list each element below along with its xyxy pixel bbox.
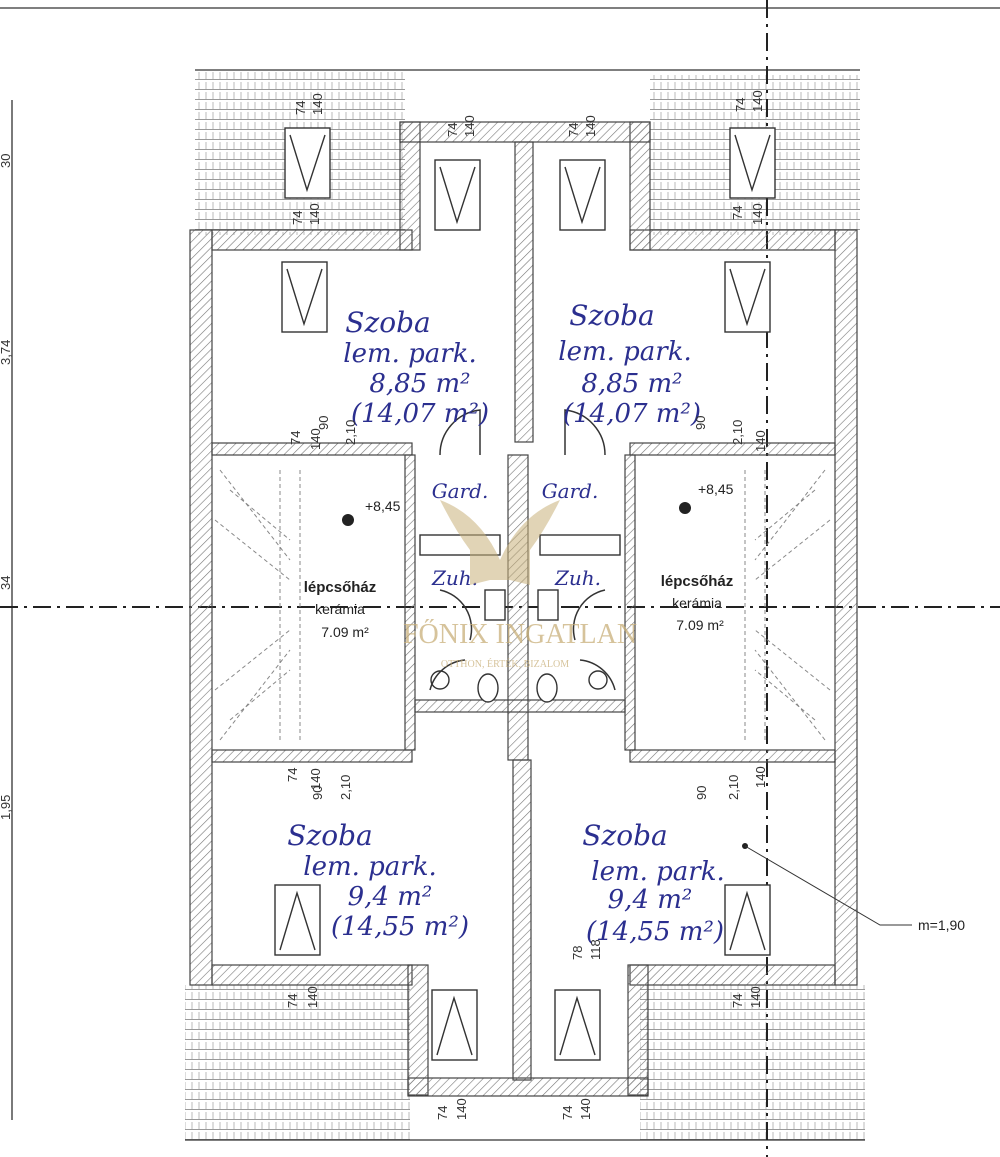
svg-text:90: 90 bbox=[310, 786, 325, 800]
room-floor: lem. park. bbox=[303, 852, 436, 882]
level-markers bbox=[342, 502, 691, 526]
walls bbox=[189, 121, 858, 1097]
height-label: m=1,90 bbox=[918, 917, 965, 933]
room-area: 9,4 m² bbox=[348, 882, 433, 912]
stairhall-name: lépcsőház bbox=[304, 579, 377, 596]
svg-text:74: 74 bbox=[288, 431, 303, 445]
room-floor: lem. park. bbox=[343, 339, 476, 369]
svg-text:140: 140 bbox=[310, 93, 325, 115]
room-top-left: Szoba lem. park. 8,85 m² (14,07 m²) bbox=[343, 306, 489, 429]
room-top-right: Szoba lem. park. 8,85 m² (14,07 m²) bbox=[558, 299, 701, 429]
svg-text:74: 74 bbox=[730, 206, 745, 220]
stairhall-area: 7.09 m² bbox=[676, 617, 724, 633]
doors bbox=[429, 409, 616, 691]
stairhall-floor: kerámia bbox=[315, 601, 365, 617]
svg-text:90: 90 bbox=[693, 416, 708, 430]
svg-text:74: 74 bbox=[435, 1106, 450, 1120]
shower-right-label: Zuh. bbox=[554, 566, 601, 590]
svg-text:74: 74 bbox=[445, 123, 460, 137]
svg-text:140: 140 bbox=[308, 428, 323, 450]
svg-text:1,95: 1,95 bbox=[0, 795, 13, 820]
room-bottom-left: Szoba lem. park. 9,4 m² (14,55 m²) bbox=[287, 819, 469, 942]
structure-lines bbox=[0, 7, 1000, 1141]
svg-text:30: 30 bbox=[0, 154, 13, 168]
svg-text:78: 78 bbox=[570, 946, 585, 960]
stairhall-level: +8,45 bbox=[365, 498, 401, 514]
svg-text:140: 140 bbox=[750, 203, 765, 225]
room-gross-area: (14,55 m²) bbox=[586, 917, 724, 947]
svg-text:34: 34 bbox=[0, 576, 13, 590]
svg-text:74: 74 bbox=[285, 994, 300, 1008]
room-name: Szoba bbox=[582, 819, 667, 852]
svg-text:140: 140 bbox=[750, 90, 765, 112]
stairhall-name: lépcsőház bbox=[661, 573, 734, 590]
stairhall-floor: kerámia bbox=[672, 595, 722, 611]
svg-text:74: 74 bbox=[730, 994, 745, 1008]
svg-text:140: 140 bbox=[308, 768, 323, 790]
room-name: Szoba bbox=[345, 306, 430, 339]
svg-text:140: 140 bbox=[454, 1098, 469, 1120]
room-gross-area: (14,07 m²) bbox=[351, 399, 489, 429]
svg-text:140: 140 bbox=[748, 986, 763, 1008]
watermark-name: FŐNIX INGATLAN bbox=[403, 619, 637, 650]
svg-text:140: 140 bbox=[583, 115, 598, 137]
svg-text:2,10: 2,10 bbox=[726, 775, 741, 800]
phoenix-logo-icon bbox=[440, 500, 560, 585]
svg-text:140: 140 bbox=[753, 430, 768, 452]
svg-text:140: 140 bbox=[578, 1098, 593, 1120]
stairhall-area: 7.09 m² bbox=[321, 624, 369, 640]
svg-text:74: 74 bbox=[566, 123, 581, 137]
svg-text:74: 74 bbox=[290, 211, 305, 225]
svg-text:74: 74 bbox=[733, 98, 748, 112]
svg-text:74: 74 bbox=[285, 768, 300, 782]
svg-text:118: 118 bbox=[588, 939, 603, 960]
height-annotation: m=1,90 bbox=[742, 843, 965, 933]
svg-text:2,10: 2,10 bbox=[343, 420, 358, 445]
svg-text:140: 140 bbox=[307, 203, 322, 225]
room-floor: lem. park. bbox=[591, 857, 724, 887]
svg-text:90: 90 bbox=[694, 786, 709, 800]
room-bottom-right: Szoba lem. park. 9,4 m² (14,55 m²) bbox=[582, 819, 724, 947]
room-floor: lem. park. bbox=[558, 337, 691, 367]
svg-text:140: 140 bbox=[462, 115, 477, 137]
svg-text:3,74: 3,74 bbox=[0, 340, 13, 365]
room-name: Szoba bbox=[569, 299, 654, 332]
roof-windows bbox=[274, 127, 776, 1061]
dimensions: 74 140 74 140 74 140 74 140 74 140 74 14… bbox=[0, 90, 768, 1120]
watermark-tagline: OTTHON, ÉRTÉK, BIZALOM bbox=[441, 658, 569, 670]
stairhall-left: lépcsőház kerámia 7.09 m² +8,45 bbox=[304, 498, 401, 640]
svg-text:140: 140 bbox=[753, 766, 768, 788]
room-gross-area: (14,07 m²) bbox=[563, 399, 701, 429]
wardrobe-left-label: Gard. bbox=[432, 479, 489, 503]
svg-text:74: 74 bbox=[293, 101, 308, 115]
svg-text:140: 140 bbox=[305, 986, 320, 1008]
stairhall-level: +8,45 bbox=[698, 481, 734, 497]
fixtures bbox=[419, 534, 621, 703]
stairhall-right: lépcsőház kerámia 7.09 m² +8,45 bbox=[661, 481, 734, 633]
svg-text:90: 90 bbox=[316, 416, 331, 430]
watermark: FŐNIX INGATLAN OTTHON, ÉRTÉK, BIZALOM bbox=[403, 500, 637, 670]
wardrobe-right-label: Gard. bbox=[542, 479, 599, 503]
stairs bbox=[214, 469, 831, 741]
svg-text:2,10: 2,10 bbox=[338, 775, 353, 800]
room-gross-area: (14,55 m²) bbox=[331, 912, 469, 942]
room-area: 9,4 m² bbox=[608, 885, 693, 915]
room-name: Szoba bbox=[287, 819, 372, 852]
room-area: 8,85 m² bbox=[369, 369, 470, 399]
room-area: 8,85 m² bbox=[581, 369, 682, 399]
svg-text:2,10: 2,10 bbox=[730, 420, 745, 445]
svg-text:74: 74 bbox=[560, 1106, 575, 1120]
